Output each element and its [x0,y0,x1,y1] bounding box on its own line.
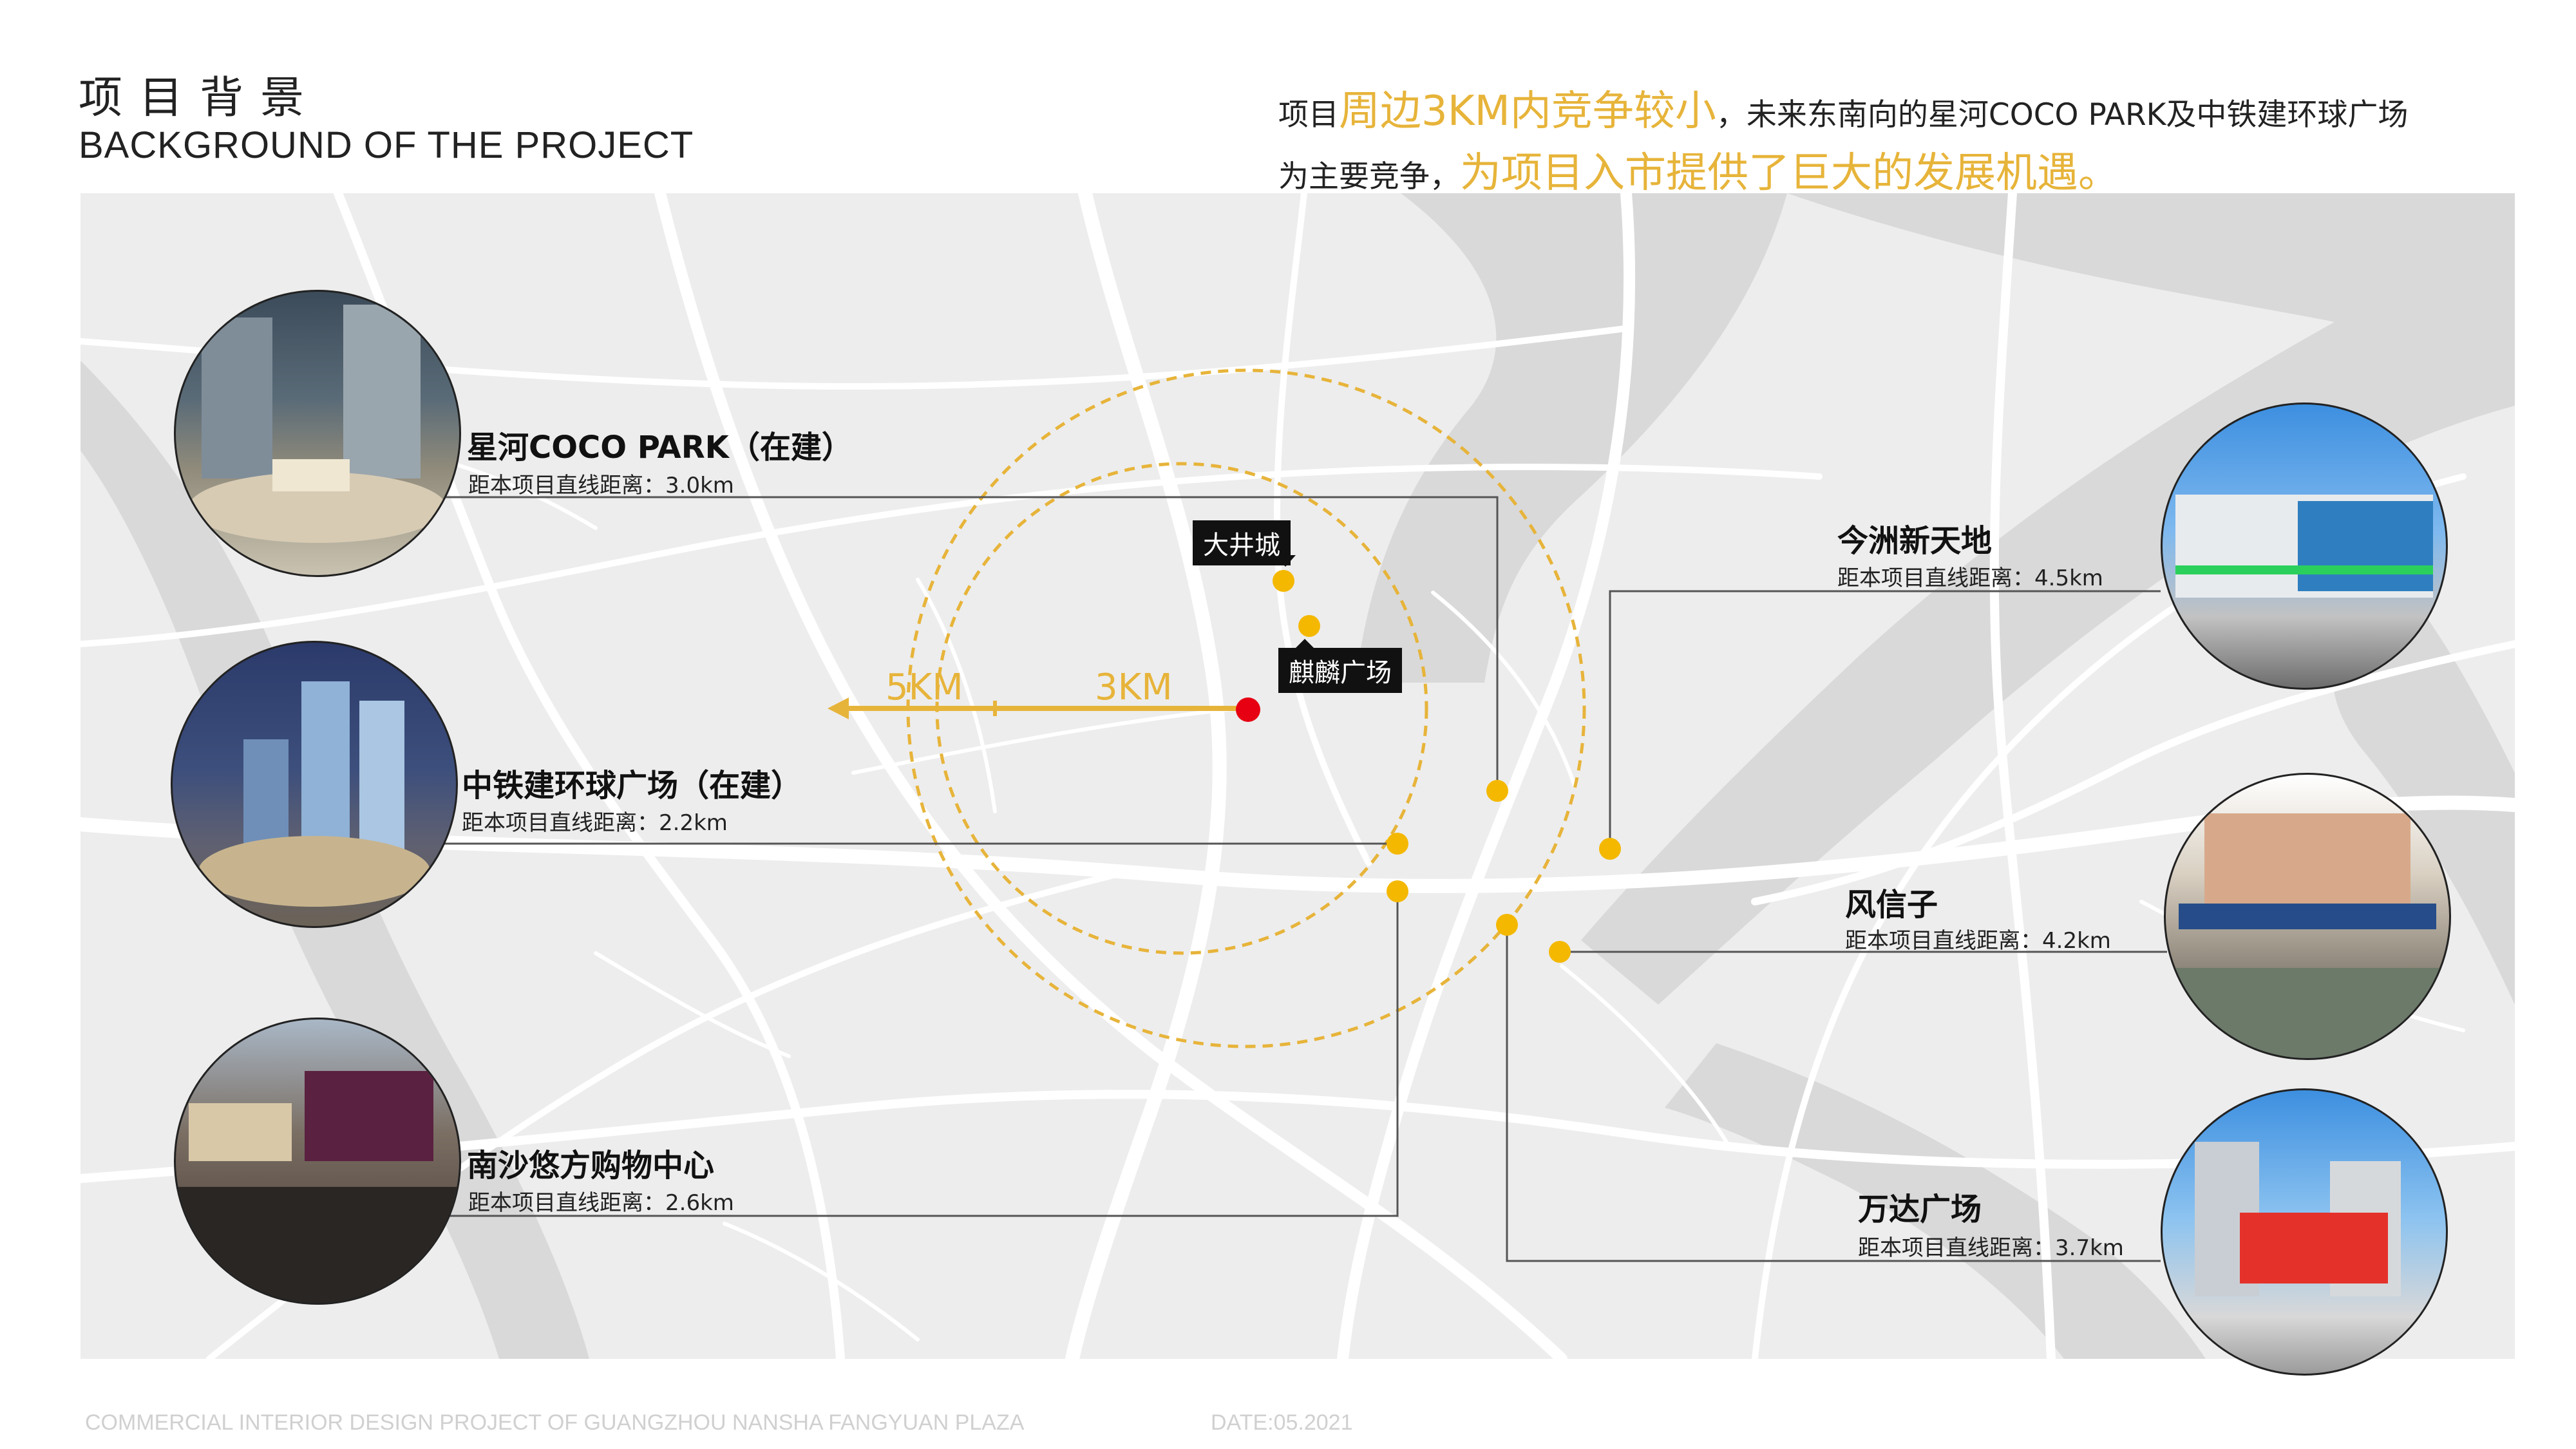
site-dist-youfang: 距本项目直线距离：2.6km [468,1190,734,1216]
summary-highlight-2: 为项目入市提供了巨大的发展机遇。 [1460,149,2119,197]
dot-coco-park [1486,780,1508,802]
summary-highlight-1: 周边3KM内竞争较小 [1339,88,1716,135]
site-dist-zhongtiejian: 距本项目直线距离：2.2km [462,810,728,836]
leader-line-jinzhou [1609,590,2161,849]
label-3km: 3KM [1095,667,1173,708]
page-subtitle: BACKGROUND OF THE PROJECT [79,124,694,166]
tag-pointer-qilin [1293,639,1316,650]
photo-zhongtiejian[interactable] [171,641,458,928]
summary-part-2: ，未来东南向的星河COCO PARK及中铁建环球广场 [1716,97,2409,133]
site-name-wanda: 万达广场 [1858,1191,1982,1227]
photo-coco-park[interactable] [174,290,461,577]
summary-text: 项目周边3KM内竞争较小，未来东南向的星河COCO PARK及中铁建环球广场 为… [1278,82,2541,206]
site-name-coco-park: 星河COCO PARK（在建） [467,430,853,466]
radius-arrow-head [828,697,849,719]
dot-youfang [1387,880,1408,902]
dot-dajing [1273,570,1294,592]
site-dist-wanda: 距本项目直线距离：3.7km [1858,1235,2124,1261]
photo-youfang[interactable] [174,1018,461,1305]
photo-fengxinzi[interactable] [2164,773,2451,1060]
leader-line-wanda [1506,925,2161,1262]
label-qilin[interactable]: 麒麟广场 [1278,648,1402,693]
site-dist-jinzhou: 距本项目直线距离：4.5km [1837,565,2103,591]
dot-jinzhou [1599,838,1621,860]
site-name-youfang: 南沙悠方购物中心 [467,1148,715,1184]
photo-jinzhou[interactable] [2161,402,2448,690]
label-5km: 5KM [886,667,963,708]
label-dajing[interactable]: 大井城 [1193,520,1291,565]
site-name-jinzhou: 今洲新天地 [1837,523,1993,559]
dot-fengxinzi [1549,941,1571,963]
summary-part-3: 为主要竞争， [1278,159,1460,194]
site-name-zhongtiejian: 中铁建环球广场（在建） [462,768,802,804]
leader-line-youfang [438,891,1399,1217]
summary-part-1: 项目 [1278,97,1339,133]
dot-qilin [1298,615,1320,637]
site-dist-coco-park: 距本项目直线距离：3.0km [468,473,734,498]
site-dist-fengxinzi: 距本项目直线距离：4.2km [1845,928,2111,954]
footer-date: DATE:05.2021 [1211,1410,1353,1435]
photo-wanda[interactable] [2161,1088,2448,1376]
project-location-dot [1236,697,1260,722]
site-name-fengxinzi: 风信子 [1845,887,1938,923]
footer-project: COMMERCIAL INTERIOR DESIGN PROJECT OF GU… [85,1410,1025,1435]
dot-zhongtiejian [1387,833,1408,855]
dot-wanda [1496,914,1518,936]
leader-line-coco-park [441,496,1499,791]
page-title: 项目背景 [79,73,321,124]
